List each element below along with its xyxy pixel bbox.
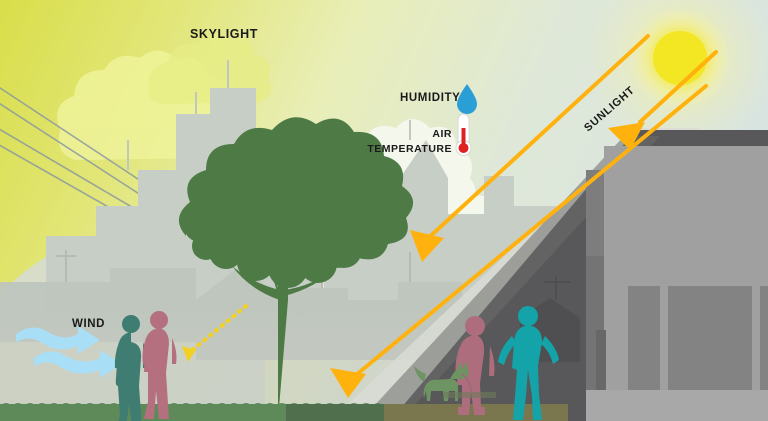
wind-arrow-icon: [16, 326, 122, 378]
label-skylight: SKYLIGHT: [190, 27, 258, 41]
sun-icon: [584, 0, 768, 154]
skyline-antennas: [127, 60, 411, 170]
leash: [461, 373, 473, 395]
right-building: [586, 146, 768, 421]
pedestrian-icon: [114, 311, 177, 421]
sunlight-ray-arrow-icon: [348, 34, 718, 382]
label-air-temperature-line2: TEMPERATURE: [367, 143, 452, 155]
thermometer-icon: [455, 113, 472, 156]
label-humidity: HUMIDITY: [400, 92, 460, 104]
shadow-grass: [286, 404, 384, 421]
dotted-arrow-icon: [182, 304, 248, 362]
jogger-icon: [498, 306, 559, 420]
shadow-zone-soft: [360, 136, 660, 421]
building-windows: [628, 286, 768, 390]
label-wind: WIND: [72, 318, 105, 330]
bench: [444, 392, 496, 398]
pedestrian-man: [142, 311, 177, 419]
water-droplet-icon: [457, 84, 477, 114]
sunlight-arrowheads: [330, 122, 645, 398]
label-air-temperature-line1: AIR: [432, 128, 452, 140]
background-foliage-clouds-2: [148, 34, 272, 104]
tree-icon: [178, 117, 414, 420]
